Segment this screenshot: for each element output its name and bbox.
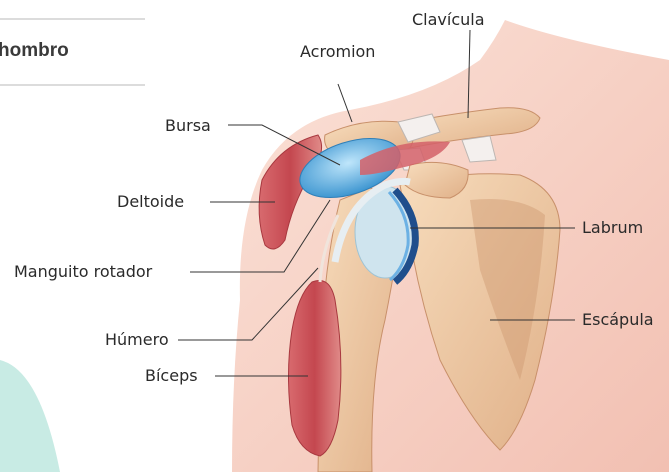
label-clavicula: Clavícula <box>412 10 485 29</box>
label-labrum: Labrum <box>582 218 643 237</box>
label-bursa: Bursa <box>165 116 211 135</box>
label-biceps: Bíceps <box>145 366 198 385</box>
label-humero: Húmero <box>105 330 169 349</box>
label-manguito: Manguito rotador <box>14 262 152 281</box>
label-escapula: Escápula <box>582 310 654 329</box>
label-deltoide: Deltoide <box>117 192 184 211</box>
label-acromion: Acromion <box>300 42 375 61</box>
teal-accent-shape <box>0 360 60 472</box>
page-title: hombro <box>0 40 69 62</box>
